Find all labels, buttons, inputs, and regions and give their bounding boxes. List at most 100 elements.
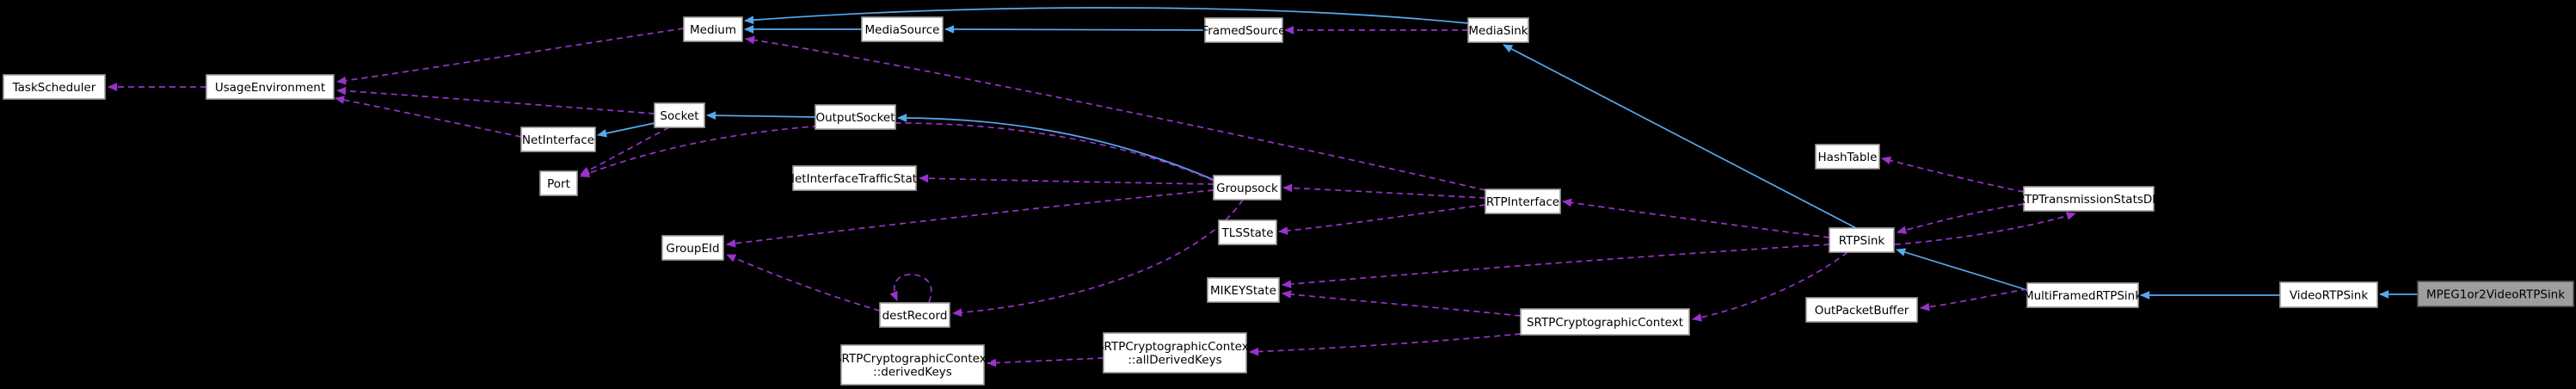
class-node-box[interactable] [1467, 17, 1529, 43]
class-node-label: FramedSource [1202, 24, 1286, 38]
class-node-RTPTransmissionStatsDB[interactable]: RTPTransmissionStatsDB [2017, 186, 2161, 212]
edge-OutputSocket-to-Socket [706, 111, 816, 120]
class-node-box[interactable] [539, 170, 578, 196]
class-node-MIKEYState[interactable]: MIKEYState [1207, 277, 1280, 303]
class-node-box[interactable] [1805, 297, 1918, 323]
class-node-box[interactable] [2026, 282, 2139, 308]
class-node-Medium[interactable]: Medium [683, 16, 743, 42]
class-node-label: OutputSocket [815, 111, 895, 125]
edge-RTPTransmissionStatsDB-to-HashTable [1881, 156, 2025, 193]
class-node-label: Medium [690, 23, 736, 37]
class-node-label: SRTPCryptographicContext [1097, 340, 1253, 354]
edge-RTPInterface-to-Medium [745, 35, 1486, 191]
edge-Groupsock-to-GroupEId [726, 189, 1214, 248]
edges-layer [108, 7, 2418, 367]
class-node-box[interactable] [683, 16, 743, 42]
class-node-RTPInterface[interactable]: RTPInterface [1485, 188, 1561, 214]
class-node-FramedSource[interactable]: FramedSource [1202, 17, 1286, 43]
edge-SRTP_allDerivedKeys-to-SRTP_derivedKeys [987, 357, 1104, 367]
class-node-box[interactable] [1207, 277, 1280, 303]
class-node-label: NetInterface [522, 133, 594, 147]
class-node-box[interactable] [1829, 227, 1895, 253]
class-node-box[interactable] [2417, 281, 2574, 307]
edge-destRecord-to-destRecord [889, 274, 932, 303]
class-node-MPEG1or2VideoRTPSink[interactable]: MPEG1or2VideoRTPSink [2417, 281, 2574, 307]
class-node-box[interactable] [1204, 17, 1283, 43]
class-node-label: GroupEId [666, 242, 719, 256]
edge-destRecord-to-GroupEId [726, 254, 881, 312]
class-node-UsageEnvironment[interactable]: UsageEnvironment [206, 74, 335, 100]
edge-FramedSource-to-MediaSource [944, 25, 1206, 34]
class-node-label: Socket [660, 109, 698, 123]
edge-RTPSink-to-MIKEYState [1282, 244, 1830, 288]
class-node-HashTable[interactable]: HashTable [1815, 144, 1880, 170]
edge-NetInterface-to-UsageEnvironment [335, 96, 522, 138]
class-node-label: MPEG1or2VideoRTPSink [2426, 287, 2565, 301]
class-node-box[interactable] [520, 127, 596, 152]
class-node-box[interactable] [1213, 175, 1282, 201]
class-node-OutputSocket[interactable]: OutputSocket [815, 104, 896, 130]
class-node-box[interactable] [879, 302, 950, 328]
class-node-box[interactable] [661, 235, 724, 261]
class-node-box[interactable] [3, 74, 106, 100]
edge-Socket-to-Port [580, 127, 670, 176]
class-node-label: Port [547, 177, 570, 191]
class-node-destRecord[interactable]: destRecord [879, 302, 950, 328]
edge-SRTPCryptographicContext-to-MIKEYState [1282, 290, 1522, 317]
class-node-SRTPCryptographicContext[interactable]: SRTPCryptographicContext [1520, 308, 1690, 336]
edge-Groupsock-to-OutputSocket [897, 114, 1214, 181]
class-node-box[interactable] [1218, 219, 1277, 245]
class-node-label: SRTPCryptographicContext [834, 352, 991, 366]
class-node-Socket[interactable]: Socket [654, 102, 705, 128]
edge-SRTPCryptographicContext-to-SRTP_allDerivedKeys [1249, 333, 1522, 356]
class-node-MediaSource[interactable]: MediaSource [861, 16, 944, 42]
class-node-Port[interactable]: Port [539, 170, 578, 196]
class-node-box[interactable] [1103, 332, 1247, 374]
edge-RTPTransmissionStatsDB-to-RTPSink [1897, 203, 2025, 234]
class-node-label: MediaSink [1468, 24, 1528, 38]
class-node-box[interactable] [1815, 144, 1880, 170]
class-node-label: RTPSink [1839, 234, 1885, 248]
class-node-box[interactable] [2279, 281, 2378, 308]
class-node-box[interactable] [815, 104, 896, 130]
class-node-label: TLSState [1220, 226, 1273, 240]
class-node-MediaSink[interactable]: MediaSink [1467, 17, 1529, 43]
class-node-NetInterfaceTrafficStats[interactable]: NetInterfaceTrafficStats [786, 165, 923, 191]
class-node-box[interactable] [654, 102, 705, 128]
class-node-TaskScheduler[interactable]: TaskScheduler [3, 74, 106, 100]
class-node-OutPacketBuffer[interactable]: OutPacketBuffer [1805, 297, 1918, 323]
class-node-label: Groupsock [1216, 182, 1278, 195]
nodes-layer: TaskScheduler UsageEnvironment Medium Media… [3, 16, 2574, 386]
class-node-box[interactable] [840, 344, 985, 386]
class-node-label: OutPacketBuffer [1815, 304, 1909, 318]
edge-Socket-to-NetInterface [597, 122, 655, 138]
class-node-SRTP_derivedKeys[interactable]: SRTPCryptographicContext::derivedKeys [834, 344, 991, 386]
edge-RTPSink-to-SRTPCryptographicContext [1692, 251, 1848, 322]
edge-RTPSink-to-MediaSink [1503, 44, 1857, 229]
edge-Groupsock-to-NetInterfaceTrafficStats [919, 174, 1214, 185]
class-node-label: SRTPCryptographicContext [1527, 316, 1683, 330]
class-node-box[interactable] [1520, 308, 1690, 336]
class-node-label: NetInterfaceTrafficStats [786, 172, 923, 186]
class-node-box[interactable] [2023, 186, 2155, 212]
class-node-TLSState[interactable]: TLSState [1218, 219, 1277, 245]
class-node-label: destRecord [882, 309, 948, 323]
class-node-NetInterface[interactable]: NetInterface [520, 127, 596, 152]
class-node-SRTP_allDerivedKeys[interactable]: SRTPCryptographicContext::allDerivedKeys [1097, 332, 1253, 374]
edge-Groupsock-to-destRecord [952, 199, 1244, 318]
edge-MultiFramedRTPSink-to-OutPacketBuffer [1920, 288, 2028, 312]
class-node-label: UsageEnvironment [215, 81, 325, 95]
edge-Socket-to-UsageEnvironment [336, 86, 655, 114]
class-node-MultiFramedRTPSink[interactable]: MultiFramedRTPSink [2024, 282, 2142, 308]
class-node-box[interactable] [792, 165, 917, 191]
class-node-RTPSink[interactable]: RTPSink [1829, 227, 1895, 253]
class-node-box[interactable] [206, 74, 335, 100]
class-node-GroupEId[interactable]: GroupEId [661, 235, 724, 261]
class-node-label: ::allDerivedKeys [1128, 354, 1221, 367]
class-node-box[interactable] [861, 16, 944, 42]
class-node-Groupsock[interactable]: Groupsock [1213, 175, 1282, 201]
class-node-box[interactable] [1485, 188, 1561, 214]
class-node-label: MultiFramedRTPSink [2024, 289, 2142, 303]
class-node-VideoRTPSink[interactable]: VideoRTPSink [2279, 281, 2378, 308]
